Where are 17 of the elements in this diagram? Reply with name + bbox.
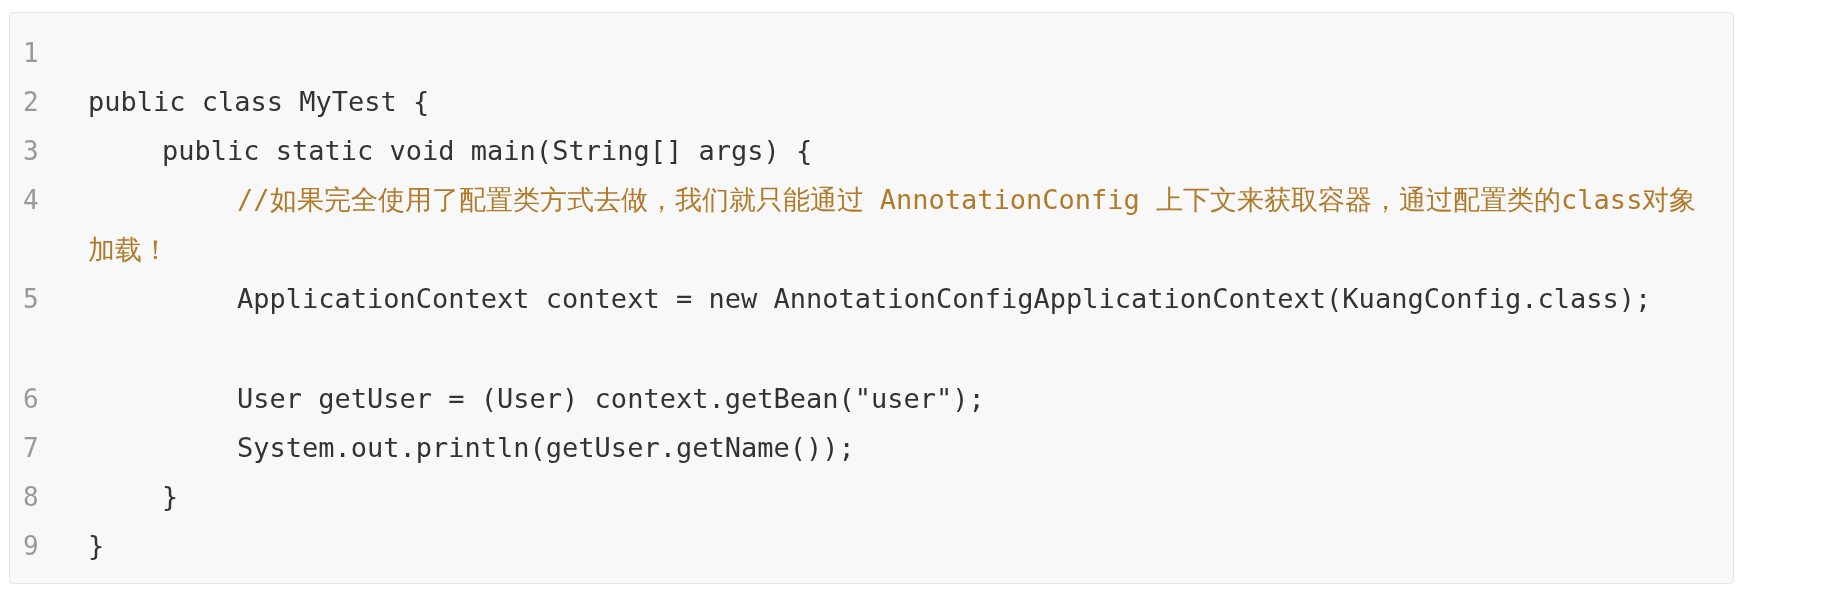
line-number: 8 xyxy=(23,481,39,514)
code-line: ApplicationContext context = new AnnotationConfigApplicationContext(KuangConfig.class); xyxy=(236,282,1652,316)
line-number: 3 xyxy=(23,135,39,168)
code-line: System.out.println(getUser.getName()); xyxy=(236,431,855,465)
code-comment: //如果完全使用了配置类方式去做，我们就只能通过 AnnotationConfig 上下文来获取容器，通过配置类的class对象加载！ xyxy=(88,183,1698,267)
line-number: 2 xyxy=(23,86,39,119)
code-line: User getUser = (User) context.getBean("user"); xyxy=(236,382,985,416)
line-number: 9 xyxy=(23,530,39,563)
line-number: 7 xyxy=(23,432,39,465)
code-line: public class MyTest { xyxy=(88,85,430,119)
code-line: } xyxy=(161,480,179,514)
line-number: 6 xyxy=(23,383,39,416)
line-number: 1 xyxy=(23,37,39,70)
code-line: public static void main(String[] args) { xyxy=(161,134,813,168)
code-line: } xyxy=(88,529,105,563)
line-number: 4 xyxy=(23,184,39,217)
line-number: 5 xyxy=(23,283,39,316)
